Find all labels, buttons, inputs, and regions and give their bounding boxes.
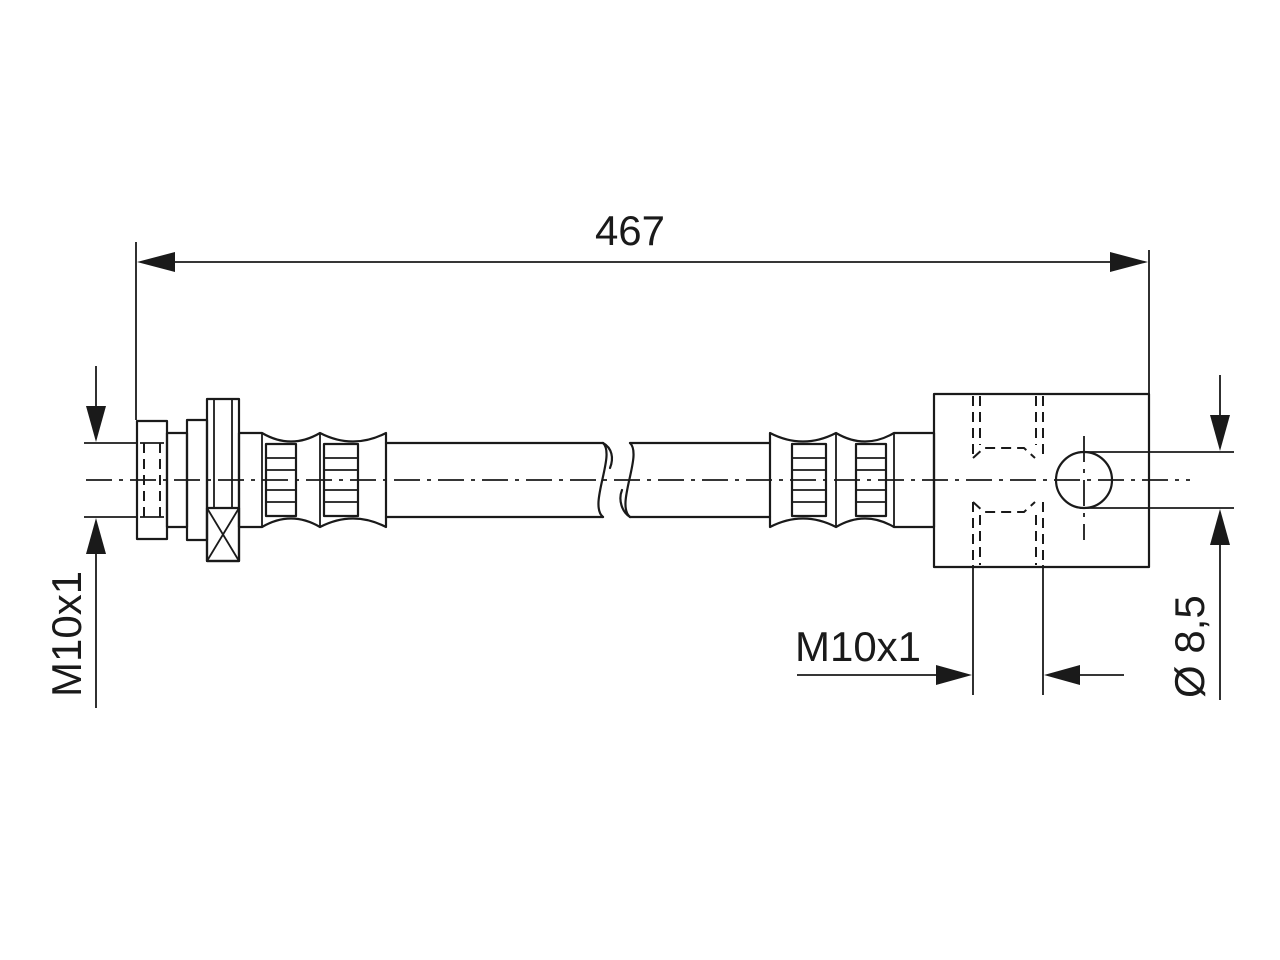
crimp-ring-2 (322, 442, 360, 518)
wrench-flat (205, 506, 241, 563)
break-line-right (624, 441, 635, 519)
crimp-ring-1 (264, 442, 298, 518)
left-end-fitting (135, 397, 388, 563)
bore-diameter-dimension: Ø 8,5 (1080, 375, 1234, 700)
arrow-down-icon (1210, 415, 1230, 451)
arrow-up-icon (1210, 509, 1230, 545)
overall-length-dimension: 467 (135, 207, 1150, 420)
crimp-ring-4 (854, 442, 888, 518)
overall-length-label: 467 (595, 207, 665, 254)
bore-diameter-label: Ø 8,5 (1166, 595, 1213, 698)
left-thread-dimension: M10x1 (43, 366, 136, 708)
crimp-ring-3 (790, 442, 828, 518)
arrow-up-icon (86, 518, 106, 554)
arrow-right-icon (1110, 252, 1148, 272)
crimp-ferrule-left (237, 431, 388, 529)
right-thread-label: M10x1 (795, 623, 921, 670)
arrow-right-icon (936, 665, 972, 685)
right-thread-dimension: M10x1 (795, 565, 1124, 695)
break-line-left (597, 441, 608, 519)
arrow-down-icon (86, 406, 106, 442)
left-thread-label: M10x1 (43, 571, 90, 697)
hose-body (384, 441, 772, 519)
arrow-left-icon (1044, 665, 1080, 685)
arrow-left-icon (137, 252, 175, 272)
fitting-block (932, 392, 1151, 569)
